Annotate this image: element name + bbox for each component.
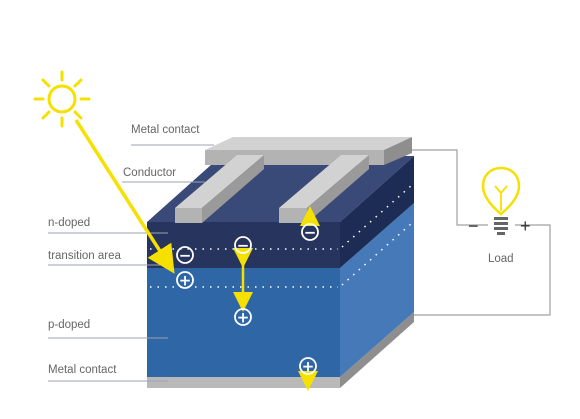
electron: − xyxy=(234,236,252,255)
label-leader-lines xyxy=(48,144,214,382)
hole: + xyxy=(299,357,317,376)
minus-terminal-label: − xyxy=(468,216,479,236)
sunlight-ray xyxy=(74,119,175,274)
p-doped-label: p-doped xyxy=(48,319,90,331)
electron: − xyxy=(301,223,319,242)
conductor-label: Conductor xyxy=(123,167,176,179)
load-label: Load xyxy=(488,253,514,265)
sun-icon xyxy=(33,70,91,128)
svg-text:−: − xyxy=(237,237,250,255)
metal-contact-top-label: Metal contact xyxy=(131,124,200,136)
svg-text:+: + xyxy=(237,309,250,327)
conductor-finger-left xyxy=(175,155,264,223)
svg-text:+: + xyxy=(179,272,192,290)
light-bulb-icon xyxy=(481,166,521,235)
svg-text:−: − xyxy=(304,224,317,242)
transition-area-label: transition area xyxy=(48,250,121,262)
carrier-arrows xyxy=(233,206,320,391)
plus-terminal-label: + xyxy=(520,216,531,236)
hole: + xyxy=(234,308,252,327)
svg-text:−: − xyxy=(179,247,192,265)
metal-contact-bottom-label: Metal contact xyxy=(48,364,117,376)
bottom-metal-contact xyxy=(147,312,414,388)
n-doped-label: n-doped xyxy=(48,217,90,229)
circuit-wire xyxy=(404,149,551,316)
electron: − xyxy=(176,246,194,265)
hole: + xyxy=(176,271,194,290)
svg-text:+: + xyxy=(302,358,315,376)
